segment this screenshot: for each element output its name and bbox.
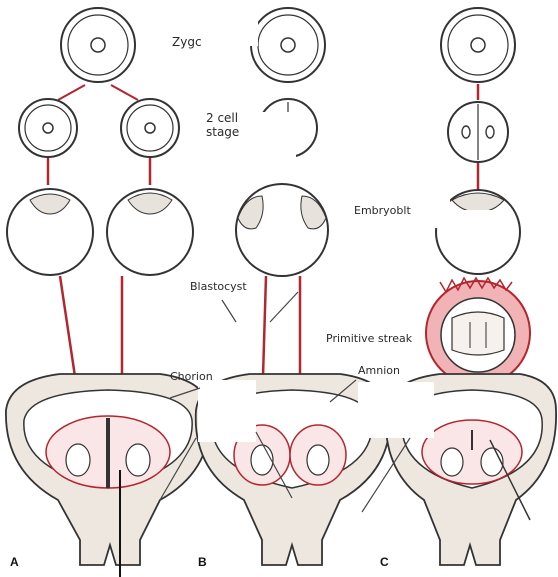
panel-label-c: C [380,555,389,569]
blastocyst-a-right [107,189,193,275]
primitive-streak-embryo [426,278,530,385]
panel-label-a: A [10,555,19,569]
label-two-cell-line2: stage [206,125,239,139]
label-amnion: Amnion [358,364,400,377]
label-zygote: Zygc [172,35,202,49]
label-two-cell-line1: 2 cell [206,111,238,125]
zygote-a [61,8,135,82]
label-blastocyst: Blastocyst [190,280,247,293]
blastocyst-a-left [7,189,93,275]
panel-label-b: B [198,555,207,569]
uterus-a [6,374,210,565]
zygote-c [441,8,515,82]
column-a [6,8,210,577]
label-embryoblast: Embryoblt [354,204,411,217]
label-primitive-streak: Primitive streak [326,332,413,345]
column-c [386,8,556,565]
label-chorion: Chorion [170,370,213,383]
two-cell-c [448,102,508,162]
blastocyst-b [236,184,328,276]
two-cell-a-left [19,99,77,157]
two-cell-a-right [121,99,179,157]
zygote-b [251,8,325,82]
